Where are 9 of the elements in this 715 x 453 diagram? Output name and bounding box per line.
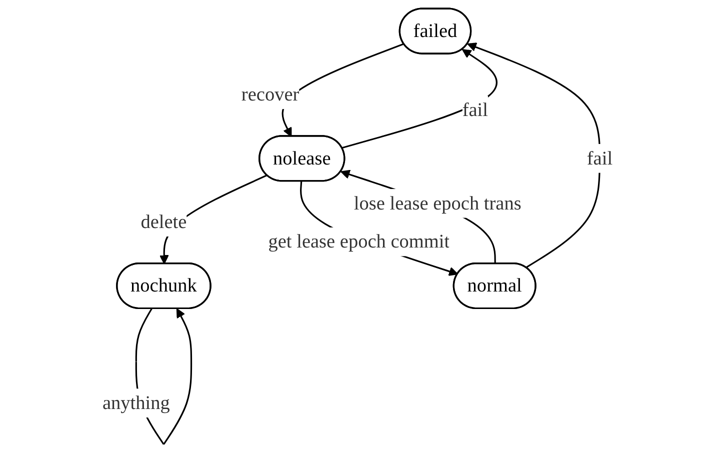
edge-label: fail — [586, 147, 613, 169]
edge-label: fail — [462, 98, 488, 120]
arrow — [342, 49, 498, 149]
arrow — [467, 42, 601, 268]
edge-label: get lease epoch commit — [268, 230, 450, 252]
edge-label: anything — [102, 392, 170, 414]
edge-label: lose lease epoch trans — [354, 192, 522, 214]
edge-label: delete — [140, 210, 187, 232]
edge-label: recover — [241, 83, 300, 105]
